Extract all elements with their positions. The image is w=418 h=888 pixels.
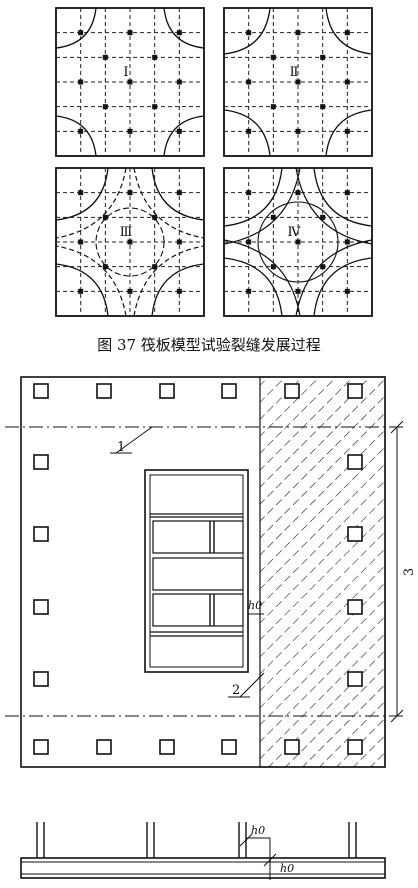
column xyxy=(33,739,49,755)
column xyxy=(221,383,237,399)
panel-label: Ⅱ xyxy=(290,65,299,80)
column xyxy=(347,383,363,399)
column xyxy=(159,383,175,399)
callout-1-label: 1 xyxy=(117,440,125,455)
callout-1-leader xyxy=(115,426,153,454)
column xyxy=(284,383,300,399)
crack-panels: Ⅰ Ⅱ Ⅲ Ⅳ xyxy=(55,7,373,317)
crack-panel-1: Ⅰ xyxy=(55,7,205,157)
panel-label: Ⅳ xyxy=(288,225,302,240)
callout-2-label: 2 xyxy=(232,683,240,698)
column xyxy=(96,383,112,399)
crack-panel-3: Ⅲ xyxy=(55,167,205,317)
column xyxy=(33,671,49,687)
column xyxy=(33,454,49,470)
column xyxy=(33,526,49,542)
section-h0-right-label: h0 xyxy=(280,862,294,875)
plan-view: h0 1 2 3 xyxy=(5,376,417,768)
crack-panel-4: Ⅳ xyxy=(223,167,373,317)
callout-2-leader xyxy=(239,672,265,698)
column xyxy=(221,739,237,755)
column xyxy=(347,454,363,470)
columns xyxy=(33,383,363,755)
column xyxy=(347,739,363,755)
column xyxy=(284,739,300,755)
column xyxy=(159,739,175,755)
dimension-3 xyxy=(390,420,404,723)
section-view xyxy=(20,822,386,880)
column xyxy=(96,739,112,755)
panel-label: Ⅲ xyxy=(120,225,133,240)
plan-h0-label: h0 xyxy=(248,599,262,612)
column xyxy=(347,526,363,542)
dimension-3-label: 3 xyxy=(402,568,417,576)
crack-panel-2: Ⅱ xyxy=(223,7,373,157)
column xyxy=(347,671,363,687)
core-wall xyxy=(144,469,249,673)
section-h0-top-label: h0 xyxy=(251,824,265,837)
column xyxy=(347,599,363,615)
hatched-strip xyxy=(259,376,386,768)
figure-caption: 图 37 筏板模型试验裂缝发展过程 xyxy=(97,336,321,354)
panel-label: Ⅰ xyxy=(123,65,128,80)
column xyxy=(33,383,49,399)
column xyxy=(33,599,49,615)
